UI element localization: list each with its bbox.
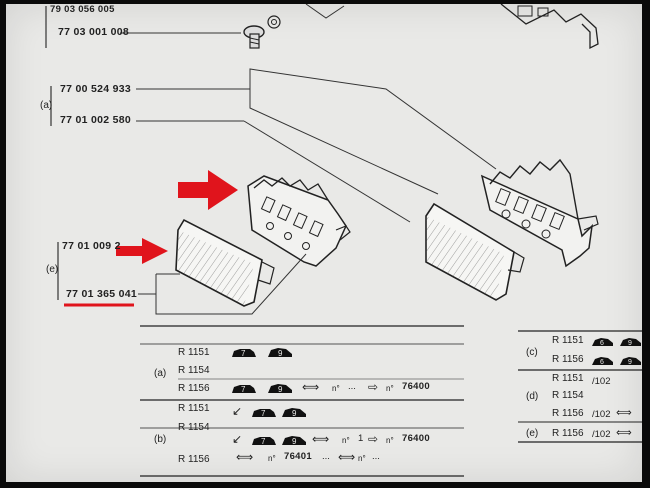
- double-arrow-icon: ⟺: [236, 450, 254, 464]
- corner-arrow-icon: ↙: [232, 432, 243, 446]
- group-label: (a): [40, 100, 53, 111]
- serial-start: 1: [358, 433, 364, 444]
- model-code: R 1151: [178, 403, 210, 414]
- serial-number: 76401: [284, 451, 312, 462]
- serial-prefix: n°: [332, 384, 340, 393]
- car-4door-icon: 9: [620, 338, 641, 347]
- model-suffix: /102: [592, 409, 611, 420]
- screw-drawing: [243, 15, 281, 49]
- model-code: R 1154: [178, 422, 210, 433]
- car-4door-icon: 9: [282, 436, 306, 446]
- svg-text:9: 9: [292, 409, 297, 418]
- part-number: 79 03 056 005: [50, 4, 115, 15]
- serial-prefix: n°: [386, 384, 394, 393]
- double-arrow-icon: ⟺: [312, 432, 330, 446]
- table-group-label: (a): [154, 368, 167, 379]
- car-4door-icon: 9: [268, 348, 292, 358]
- model-code: R 1156: [178, 454, 210, 465]
- car-4door-icon: 6: [592, 338, 613, 347]
- arrow-right-icon: [178, 170, 238, 210]
- part-number: 77 01 002 580: [60, 114, 132, 126]
- table-group-label: (d): [526, 391, 539, 402]
- bulb-holder-left-drawing: [247, 175, 351, 267]
- hollow-arrow-icon: ⇨: [368, 432, 379, 446]
- double-arrow-icon: ⟺: [616, 427, 632, 439]
- serial-prefix: n°: [358, 454, 366, 463]
- car-2door-icon: 7: [232, 349, 256, 358]
- serial-prefix: n°: [342, 436, 350, 445]
- model-suffix: /102: [592, 429, 611, 440]
- model-code: R 1151: [178, 347, 210, 358]
- car-4door-icon: 9: [268, 384, 292, 394]
- car-2door-icon: 7: [252, 409, 276, 418]
- serial-prefix: n°: [386, 436, 394, 445]
- part-number: 77 03 001 008: [58, 26, 130, 38]
- serial-number: 76400: [402, 381, 430, 392]
- lens-left-drawing: [175, 218, 275, 307]
- model-code: R 1151: [552, 335, 584, 346]
- lens-right-drawing: [425, 202, 525, 301]
- corner-arrow-icon: ↙: [232, 404, 243, 418]
- car-4door-icon: 9: [282, 408, 306, 418]
- model-code: R 1154: [552, 390, 584, 401]
- table-group-label: (c): [526, 347, 538, 358]
- bulb-holder-right-drawing: [480, 158, 599, 268]
- car-2door-icon: 7: [232, 385, 256, 394]
- svg-text:6: 6: [600, 359, 604, 366]
- serial-dots: ...: [372, 451, 380, 462]
- top-part-drawing: [500, 4, 599, 50]
- svg-text:9: 9: [278, 385, 283, 394]
- svg-text:9: 9: [278, 349, 283, 358]
- table-group-label: (b): [154, 434, 167, 445]
- part-number: 77 01 009 2: [62, 240, 121, 252]
- parts-drawing: [45, 4, 642, 477]
- serial-number: 76400: [402, 433, 430, 444]
- double-arrow-icon: ⟺: [338, 450, 356, 464]
- serial-dots: ...: [348, 381, 356, 392]
- serial-dots: ...: [322, 451, 330, 462]
- serial-prefix: n°: [268, 454, 276, 463]
- table-group-label: (e): [526, 428, 539, 439]
- svg-text:7: 7: [241, 349, 246, 358]
- car-4door-icon: 6: [592, 357, 613, 366]
- svg-text:9: 9: [628, 340, 632, 347]
- model-code: R 1156: [178, 383, 210, 394]
- car-4door-icon: 9: [620, 357, 641, 366]
- svg-text:7: 7: [241, 385, 246, 394]
- double-arrow-icon: ⟺: [616, 407, 632, 419]
- svg-text:9: 9: [628, 359, 632, 366]
- model-suffix: /102: [592, 376, 611, 387]
- model-code: R 1154: [178, 365, 210, 376]
- model-code: R 1156: [552, 408, 584, 419]
- car-2door-icon: 7: [252, 437, 276, 446]
- catalog-page: 79 03 056 005 77 03 001 008 (a) 77 00 52…: [6, 4, 642, 482]
- svg-text:7: 7: [261, 409, 266, 418]
- arrow-right-icon: [116, 238, 168, 264]
- svg-text:9: 9: [292, 437, 297, 446]
- model-code: R 1156: [552, 428, 584, 439]
- model-code: R 1151: [552, 373, 584, 384]
- part-number: 77 00 524 933: [60, 83, 132, 95]
- svg-text:6: 6: [600, 340, 604, 347]
- model-code: R 1156: [552, 354, 584, 365]
- hollow-arrow-icon: ⇨: [368, 380, 379, 394]
- svg-text:7: 7: [261, 437, 266, 446]
- part-number-highlighted: 77 01 365 041: [66, 288, 138, 300]
- group-label: (e): [46, 264, 59, 275]
- double-arrow-icon: ⟺: [302, 380, 320, 394]
